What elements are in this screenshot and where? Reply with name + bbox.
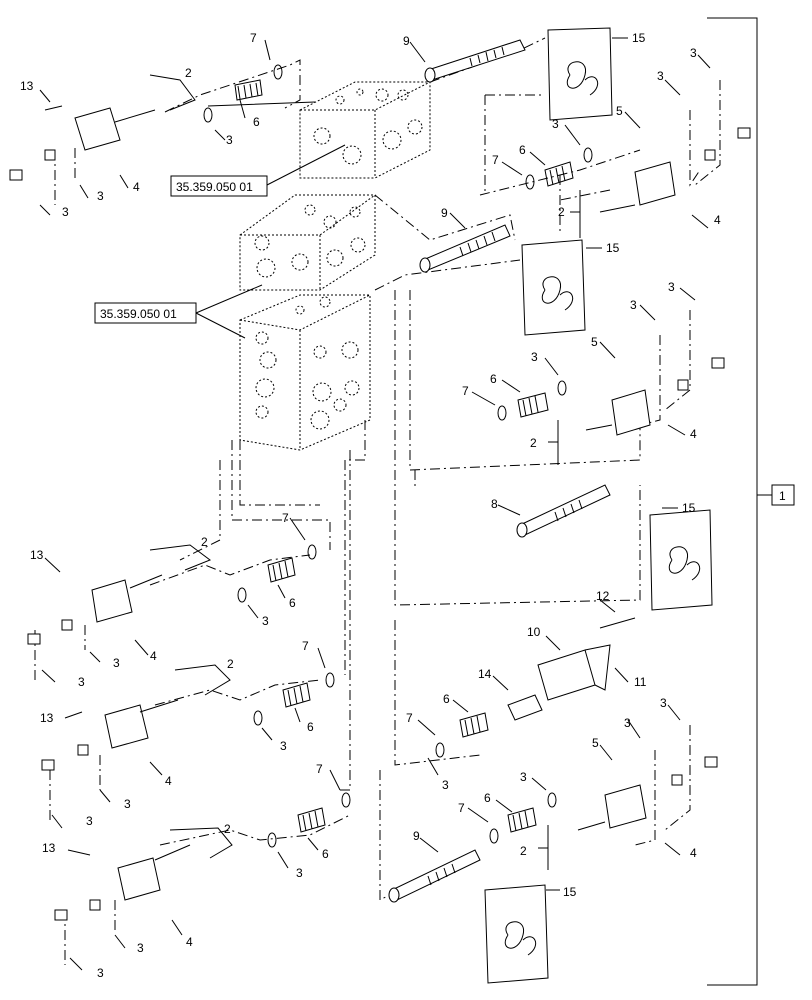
svg-text:9: 9 bbox=[403, 34, 410, 48]
svg-text:3: 3 bbox=[78, 675, 85, 689]
spool-bottom bbox=[388, 849, 481, 903]
svg-text:7: 7 bbox=[302, 639, 309, 653]
seal-kit-lower-middle bbox=[649, 509, 713, 611]
svg-text:7: 7 bbox=[406, 711, 413, 725]
svg-text:5: 5 bbox=[591, 335, 598, 349]
spool-lower-middle bbox=[516, 484, 611, 538]
svg-text:3: 3 bbox=[552, 117, 559, 131]
svg-text:13: 13 bbox=[42, 841, 56, 855]
svg-text:11: 11 bbox=[634, 675, 647, 689]
svg-text:4: 4 bbox=[186, 935, 193, 949]
svg-text:2: 2 bbox=[558, 205, 565, 219]
svg-text:6: 6 bbox=[289, 596, 296, 610]
svg-text:5: 5 bbox=[616, 104, 623, 118]
svg-text:15: 15 bbox=[563, 885, 577, 899]
svg-text:4: 4 bbox=[165, 774, 172, 788]
svg-text:3: 3 bbox=[62, 205, 69, 219]
svg-text:10: 10 bbox=[527, 625, 541, 639]
svg-text:3: 3 bbox=[226, 133, 233, 147]
svg-text:2: 2 bbox=[530, 436, 537, 450]
svg-text:13: 13 bbox=[20, 79, 34, 93]
svg-text:3: 3 bbox=[97, 966, 104, 980]
svg-text:3: 3 bbox=[124, 797, 131, 811]
svg-text:6: 6 bbox=[484, 791, 491, 805]
svg-text:6: 6 bbox=[322, 847, 329, 861]
svg-text:6: 6 bbox=[519, 143, 526, 157]
svg-text:2: 2 bbox=[224, 822, 231, 836]
svg-text:4: 4 bbox=[690, 427, 697, 441]
svg-text:9: 9 bbox=[413, 829, 420, 843]
svg-text:5: 5 bbox=[592, 736, 599, 750]
callout-1: 1 bbox=[779, 489, 786, 503]
cap-bolts-and-nuts bbox=[9, 101, 751, 921]
valve-section-top bbox=[299, 81, 431, 179]
svg-text:9: 9 bbox=[441, 206, 448, 220]
svg-text:7: 7 bbox=[250, 31, 257, 45]
svg-text:3: 3 bbox=[262, 614, 269, 628]
seal-kit-top bbox=[547, 27, 613, 121]
svg-text:3: 3 bbox=[113, 656, 120, 670]
svg-text:6: 6 bbox=[307, 720, 314, 734]
svg-text:3: 3 bbox=[97, 189, 104, 203]
spool-upper-middle bbox=[419, 224, 511, 273]
seal-rings bbox=[203, 64, 593, 848]
svg-text:4: 4 bbox=[150, 649, 157, 663]
ref-label-upper: 35.359.050 01 bbox=[170, 144, 346, 197]
svg-text:7: 7 bbox=[282, 511, 289, 525]
svg-text:3: 3 bbox=[531, 350, 538, 364]
svg-text:2: 2 bbox=[185, 66, 192, 80]
svg-text:3: 3 bbox=[280, 739, 287, 753]
svg-text:4: 4 bbox=[133, 180, 140, 194]
svg-text:3: 3 bbox=[520, 770, 527, 784]
springs bbox=[234, 79, 574, 833]
svg-text:12: 12 bbox=[596, 589, 610, 603]
svg-text:4: 4 bbox=[714, 213, 721, 227]
connection-lines bbox=[34, 37, 721, 965]
seal-kit-bottom bbox=[484, 884, 549, 984]
svg-text:4: 4 bbox=[690, 846, 697, 860]
svg-text:6: 6 bbox=[443, 692, 450, 706]
svg-text:3: 3 bbox=[137, 941, 144, 955]
spool-top bbox=[424, 39, 526, 83]
ref-label-lower: 35.359.050 01 bbox=[94, 284, 263, 339]
seal-kit-upper-middle bbox=[521, 239, 586, 336]
svg-text:3: 3 bbox=[657, 69, 664, 83]
svg-text:7: 7 bbox=[492, 153, 499, 167]
svg-text:7: 7 bbox=[462, 384, 469, 398]
assembly-bracket: 1 bbox=[707, 17, 795, 986]
svg-text:2: 2 bbox=[201, 535, 208, 549]
valve-section-bottom bbox=[239, 294, 371, 451]
svg-text:7: 7 bbox=[458, 801, 465, 815]
svg-text:13: 13 bbox=[30, 548, 44, 562]
svg-text:15: 15 bbox=[682, 501, 696, 515]
svg-text:35.359.050 01: 35.359.050 01 bbox=[100, 307, 177, 321]
svg-text:15: 15 bbox=[606, 241, 620, 255]
end-caps bbox=[74, 107, 676, 901]
svg-text:6: 6 bbox=[490, 372, 497, 386]
svg-text:3: 3 bbox=[624, 716, 631, 730]
svg-text:3: 3 bbox=[296, 866, 303, 880]
callout-labels: 7 2 6 3 13 4 3 3 9 15 3 3 5 3 6 7 2 4 bbox=[20, 31, 721, 980]
svg-text:7: 7 bbox=[316, 762, 323, 776]
svg-text:14: 14 bbox=[478, 667, 492, 681]
svg-text:2: 2 bbox=[227, 657, 234, 671]
svg-text:6: 6 bbox=[253, 115, 260, 129]
svg-text:3: 3 bbox=[630, 298, 637, 312]
svg-text:35.359.050 01: 35.359.050 01 bbox=[176, 180, 253, 194]
svg-text:2: 2 bbox=[520, 844, 527, 858]
svg-text:3: 3 bbox=[442, 778, 449, 792]
svg-text:3: 3 bbox=[86, 814, 93, 828]
svg-text:3: 3 bbox=[668, 280, 675, 294]
svg-text:13: 13 bbox=[40, 711, 54, 725]
svg-text:15: 15 bbox=[632, 31, 646, 45]
svg-text:3: 3 bbox=[690, 46, 697, 60]
valve-section-middle bbox=[239, 194, 376, 291]
svg-text:3: 3 bbox=[660, 696, 667, 710]
svg-text:8: 8 bbox=[491, 497, 498, 511]
